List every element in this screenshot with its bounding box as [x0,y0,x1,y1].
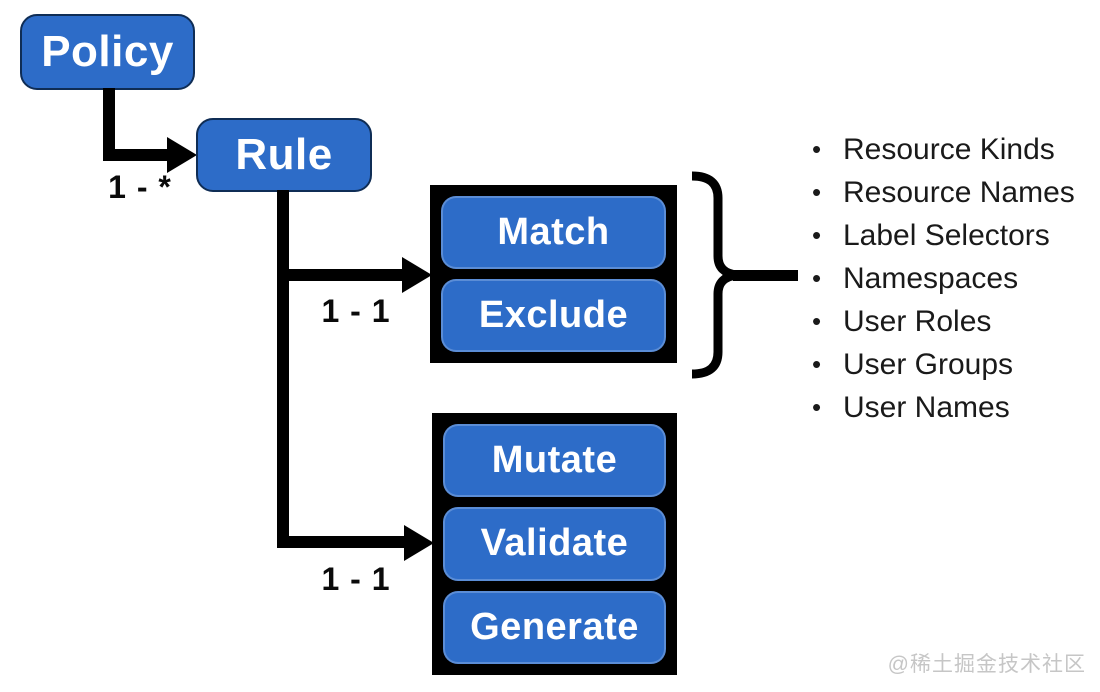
node-mutate: Mutate [443,424,666,498]
connector-brace-list-horizontal [733,270,798,281]
edge-label-rule-actions: 1 - 1 [321,561,391,597]
watermark: @稀土掘金技术社区 [887,653,1086,676]
bullet-icon: • [812,349,822,379]
list-item: • Resource Names [812,171,1075,214]
node-validate: Validate [443,507,666,581]
group-match-exclude: Match Exclude [430,185,677,363]
list-item: • Resource Kinds [812,128,1075,171]
arrowhead-rule-match-icon [402,257,432,293]
list-item-label: Resource Names [843,175,1075,209]
edge-label-policy-rule: 1 - * [108,169,172,205]
list-item-label: User Groups [843,347,1014,381]
list-item-label: User Names [843,390,1010,424]
node-exclude: Exclude [441,279,666,352]
list-item: • User Roles [812,300,1075,343]
bullet-icon: • [812,392,822,422]
group-rule-actions: Mutate Validate Generate [432,413,677,675]
connector-policy-rule-vertical [103,88,115,161]
list-item-label: Label Selectors [843,218,1050,252]
bullet-icon: • [812,177,822,207]
connector-rule-match-horizontal [277,269,404,281]
list-item-label: Namespaces [843,261,1019,295]
connector-rule-actions-horizontal [277,536,406,548]
node-match: Match [441,196,666,269]
connector-policy-rule-horizontal [103,149,169,161]
list-item: • Namespaces [812,257,1075,300]
edge-label-rule-match: 1 - 1 [321,293,391,329]
connector-rule-trunk-vertical [277,190,289,548]
resource-filter-list: • Resource Kinds • Resource Names • Label S… [812,128,1075,429]
node-generate: Generate [443,590,666,664]
bullet-icon: • [812,263,822,293]
bullet-icon: • [812,220,822,250]
list-item: • User Groups [812,343,1075,386]
node-policy: Policy [20,14,195,90]
node-rule: Rule [196,118,372,192]
bullet-icon: • [812,306,822,336]
arrowhead-policy-rule-icon [167,137,197,173]
bullet-icon: • [812,134,822,164]
list-item-label: User Roles [843,304,992,338]
list-item-label: Resource Kinds [843,132,1055,166]
arrowhead-rule-actions-icon [404,525,434,561]
list-item: • Label Selectors [812,214,1075,257]
list-item: • User Names [812,386,1075,429]
